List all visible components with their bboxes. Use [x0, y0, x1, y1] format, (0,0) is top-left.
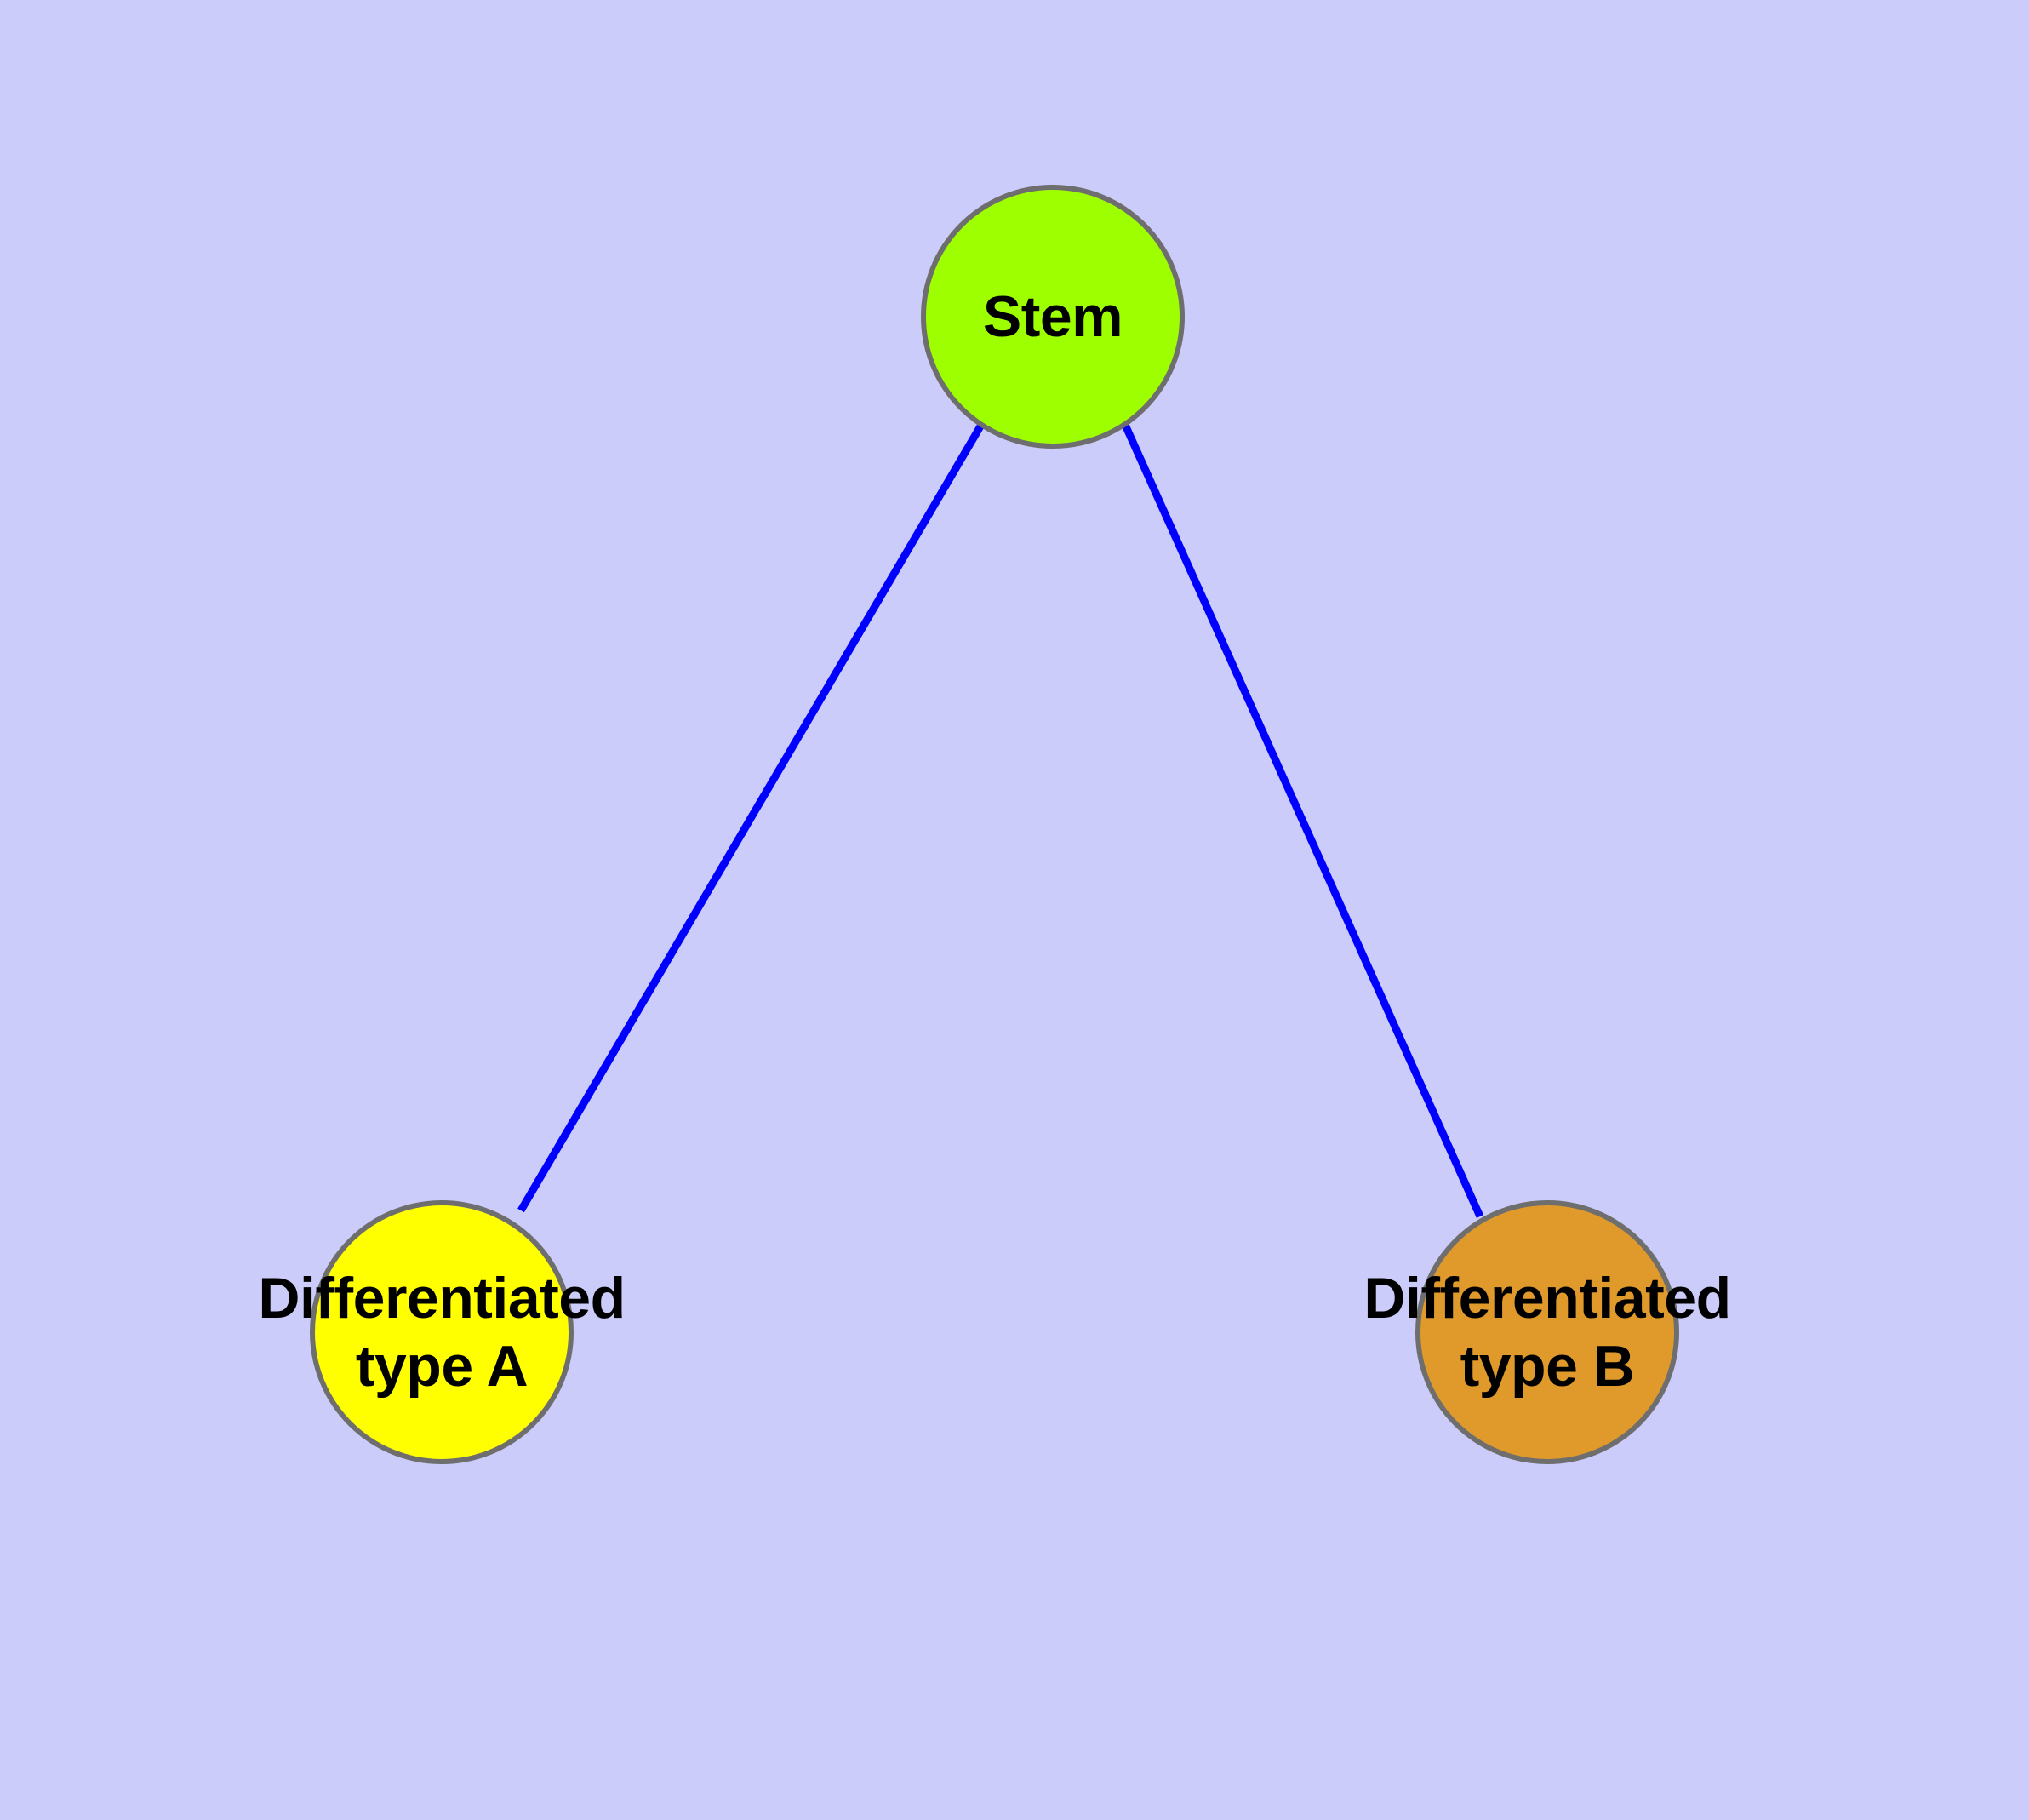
node-circle-diff_a[interactable] — [310, 1200, 574, 1464]
nodes-layer — [310, 185, 1679, 1464]
node-circle-diff_b[interactable] — [1415, 1200, 1679, 1464]
node-circle-stem[interactable] — [921, 185, 1185, 449]
edge-stem-diff-b[interactable] — [1121, 423, 1484, 1218]
edges-layer — [517, 422, 1484, 1218]
edge-stem-diff-a[interactable] — [517, 422, 985, 1213]
